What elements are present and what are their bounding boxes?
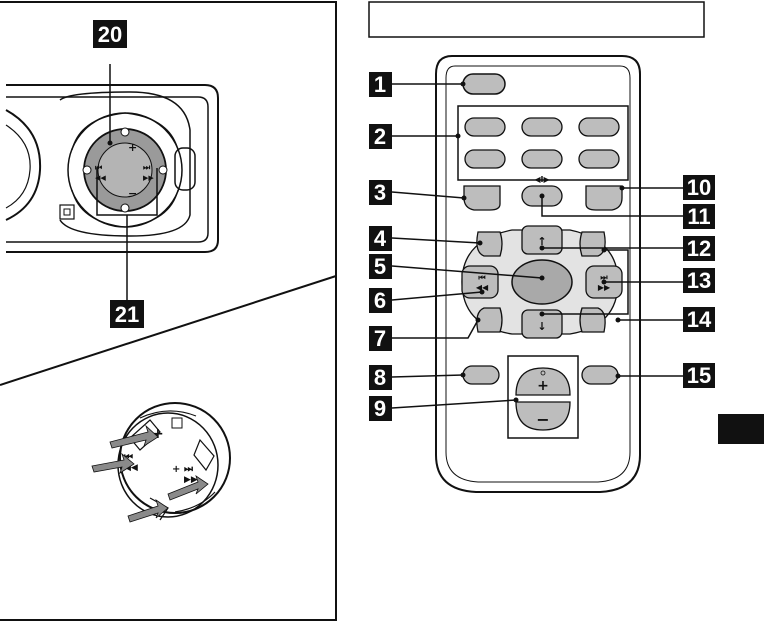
preset-button-2[interactable]: [522, 118, 562, 136]
volume-plus-label: +: [537, 378, 549, 394]
svg-text:5: 5: [374, 254, 386, 279]
svg-text:7: 7: [374, 326, 386, 351]
svg-text:4: 4: [374, 226, 387, 251]
seek-left-top-label: ⏮: [478, 273, 485, 282]
callout-12: 12: [683, 236, 715, 261]
head-unit-illustration: + − ⏮ ◀◀ ⏭ ▶▶: [6, 64, 218, 300]
dial-plus-label: +: [128, 141, 137, 154]
dial-closeup-illustration: + − ⏮ ◀◀ + ⏭ ▶▶: [92, 403, 230, 522]
callout-13: 13: [683, 268, 715, 293]
remote-button-3[interactable]: [464, 186, 500, 210]
preset-button-5[interactable]: [522, 150, 562, 168]
dial-next-label: ⏭: [143, 163, 151, 172]
preset-button-4[interactable]: [465, 150, 505, 168]
volume-minus-label: −: [536, 410, 549, 429]
center-enter-button[interactable]: [512, 260, 572, 304]
left-panel-frame: [0, 2, 336, 620]
down-arrow-label: ↓: [537, 320, 546, 333]
svg-text:11: 11: [687, 204, 710, 229]
remote-button-14[interactable]: [580, 308, 605, 332]
svg-text:6: 6: [374, 288, 386, 313]
remote-button-1[interactable]: [463, 74, 505, 94]
callout-2: 2: [369, 124, 392, 149]
svg-text:1: 1: [374, 72, 386, 97]
svg-text:10: 10: [687, 175, 711, 200]
remote-button-10[interactable]: [586, 186, 622, 210]
right-panel: ◀I▶ ↑ ↓ ⏮ ◀◀ ⏭ ▶▶ + −: [369, 2, 764, 492]
svg-text:13: 13: [687, 268, 711, 293]
title-box: [369, 2, 704, 37]
closeup-plus-next-label: +: [172, 464, 180, 475]
callout-14: 14: [683, 307, 715, 332]
panel-divider-line: [0, 276, 336, 385]
closeup-next-label: ⏭: [184, 464, 193, 475]
svg-text:12: 12: [687, 236, 711, 261]
svg-text:21: 21: [115, 302, 139, 327]
svg-text:14: 14: [687, 307, 712, 332]
callout-1: 1: [369, 72, 392, 97]
dial-minus-label: −: [128, 187, 137, 200]
remote-button-7[interactable]: [477, 308, 502, 332]
small-square-mark: [60, 205, 74, 219]
left-panel: + − ⏮ ◀◀ ⏭ ▶▶ 20 21: [0, 2, 336, 620]
svg-text:8: 8: [374, 365, 386, 390]
callout-21: 21: [110, 300, 144, 328]
callout-4: 4: [369, 226, 392, 251]
callout-5: 5: [369, 254, 392, 279]
preset-button-3[interactable]: [579, 118, 619, 136]
svg-text:15: 15: [687, 363, 711, 388]
callout-11: 11: [683, 204, 715, 229]
svg-text:2: 2: [374, 124, 386, 149]
remote-button-15[interactable]: [582, 366, 618, 384]
preset-button-6[interactable]: [579, 150, 619, 168]
preset-button-1[interactable]: [465, 118, 505, 136]
callout-10: 10: [683, 175, 715, 200]
callout-8: 8: [369, 365, 392, 390]
svg-text:20: 20: [98, 22, 122, 47]
section-side-tab: [718, 414, 764, 444]
remote-button-8[interactable]: [463, 366, 499, 384]
dial-ff-label: ▶▶: [143, 174, 154, 182]
callout-6: 6: [369, 288, 392, 313]
dial-prev-label: ⏮: [95, 163, 102, 172]
callout-20: 20: [93, 20, 127, 48]
svg-text:3: 3: [374, 180, 386, 205]
callout-9: 9: [369, 396, 392, 421]
mode-symbol-label: ◀I▶: [534, 175, 550, 184]
callout-15: 15: [683, 363, 715, 388]
remote-button-12[interactable]: [580, 232, 605, 256]
callout-7: 7: [369, 326, 392, 351]
preset-button-group: [458, 106, 628, 180]
callout-3: 3: [369, 180, 392, 205]
svg-text:9: 9: [374, 396, 386, 421]
